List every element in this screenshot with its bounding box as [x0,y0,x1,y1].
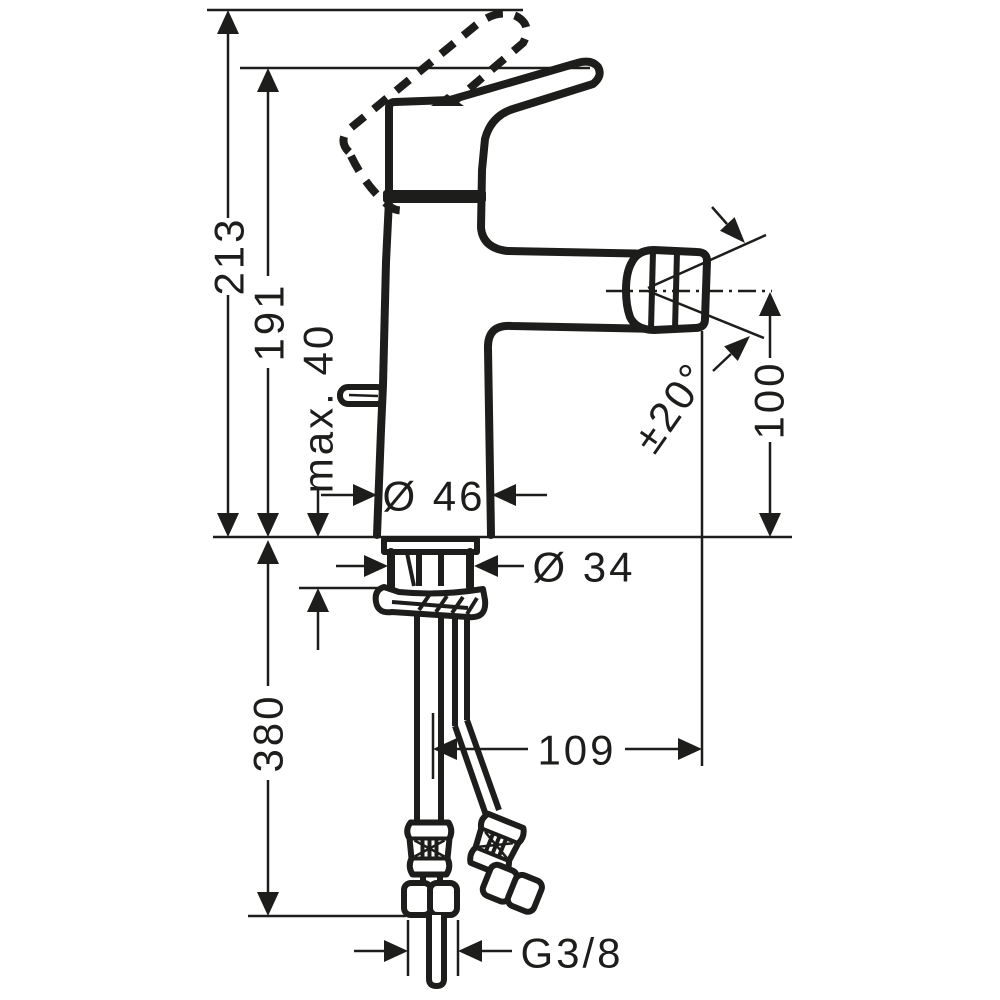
dimension-max-deck-thickness: max. 40 [295,323,342,650]
dimension-handle-rest-height: 191 [246,68,293,537]
swivel-leader-arrow-upper [719,217,745,243]
faucet-body-outline [373,57,666,539]
handle-pivot-wedge [431,94,464,106]
dim-label-handle-rest-height: 191 [246,282,293,361]
supply-hose-angled [452,614,545,915]
connection-nipple [426,915,447,989]
supply-hose-straight [401,614,460,989]
dim-label-spout-axis-height: 100 [746,360,793,439]
mounting-clamp-nut [372,584,489,621]
extension-lines [207,8,792,976]
dimension-overall-height: 213 [206,10,253,537]
dim-label-overall-height: 213 [206,216,253,295]
handle-raised-position-dashed [339,9,531,215]
dimension-hose-drop: 380 [245,540,292,916]
faucet-figure [337,9,772,989]
dimension-connection-thread: G3/8 [354,930,623,977]
dimension-spout-reach: 109 [433,727,702,774]
dim-label-hose-drop: 380 [245,693,292,772]
dim-label-max-deck-thickness: max. 40 [295,323,342,493]
swivel-leader-arrow-lower [724,336,750,362]
hose-crimp-sleeve [404,819,455,878]
aerator [622,246,711,334]
dim-label-spout-reach: 109 [537,727,616,774]
dim-label-shank-diameter: Ø 34 [532,544,635,591]
popup-rod-knob [337,384,388,407]
dim-label-connection-thread: G3/8 [520,930,623,977]
spout-swivel-indicator [606,206,772,372]
hose-hex-nut [401,880,460,918]
dim-label-swivel-range: ±20° [623,353,718,461]
handle-joint-band [383,190,486,203]
dim-label-body-diameter: Ø 46 [382,473,485,520]
dimension-body-diameter: Ø 46 [321,473,547,520]
mounting-shank [381,536,480,591]
dimension-spout-axis-height: 100 [746,292,793,537]
hose-hex-nut [479,861,545,915]
dimension-shank-diameter: Ø 34 [336,544,635,591]
